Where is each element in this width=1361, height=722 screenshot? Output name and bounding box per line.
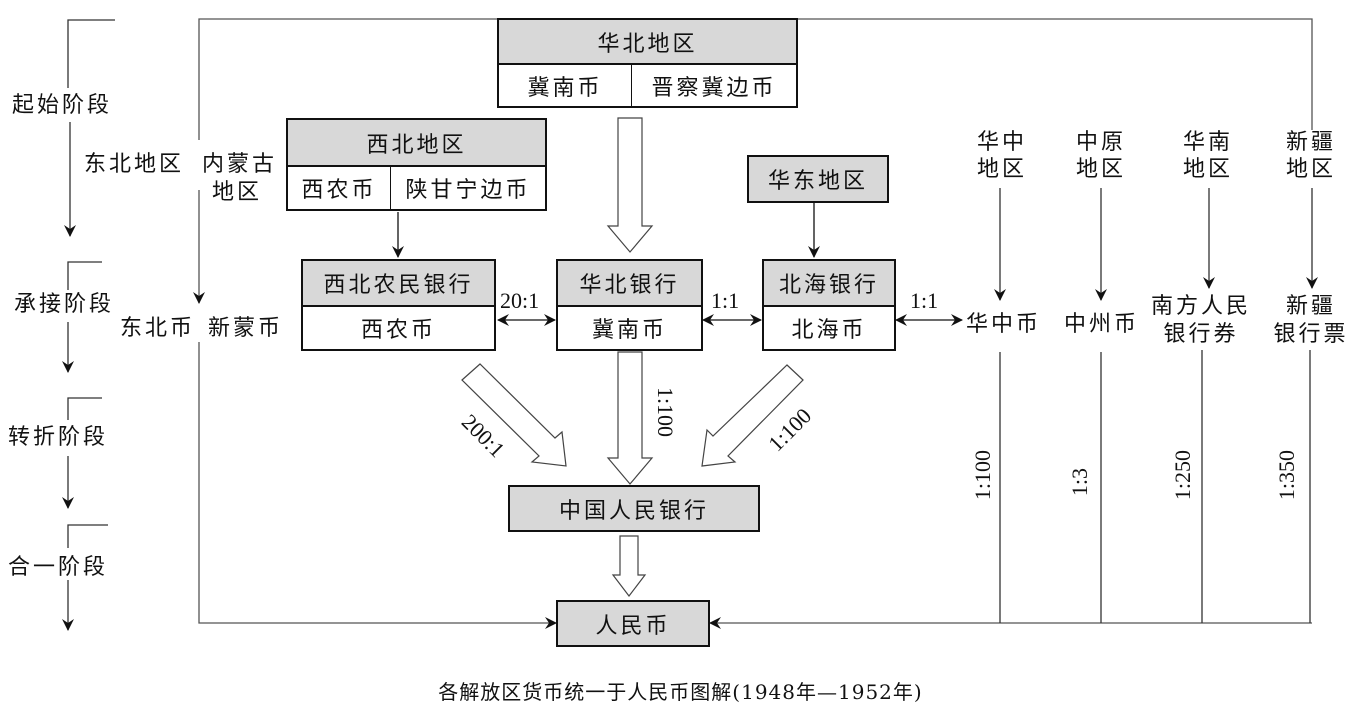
xinong-to-pboc-block-arrow: [461, 363, 567, 467]
northwest-farmers-bank-box: 西北农民银行 西农币: [301, 259, 496, 351]
stage-bracket-3: [67, 397, 102, 420]
northwest-farmers-bank-currency: 西农币: [360, 318, 436, 343]
inner-mongolia-currency-label: 新蒙币: [208, 316, 284, 341]
beihai-to-pboc-block-arrow: [701, 364, 804, 467]
east-china-region-box: 华东地区: [747, 155, 889, 203]
xinjiang-currency-line2: 银行票: [1273, 322, 1349, 347]
ratio-xinong-jinan: 20:1: [500, 288, 540, 313]
ratio-south-rmb: 1:250: [1170, 449, 1195, 501]
south-china-currency-line1: 南方人民: [1150, 294, 1251, 319]
ratio-beihai-huazhong: 1:1: [910, 288, 939, 313]
pboc-box: 中国人民银行: [508, 485, 760, 532]
north-china-region-title: 华北地区: [499, 20, 796, 65]
northeast-region-label: 东北地区: [84, 152, 185, 177]
beihai-bank-currency: 北海币: [791, 318, 867, 343]
northeast-currency-label: 东北币: [120, 316, 196, 341]
ratio-xinjiang-rmb: 1:350: [1274, 449, 1299, 501]
xinjiang-region-line2: 地区: [1285, 157, 1336, 182]
northwest-region-box: 西北地区 西农币 陕甘宁边币: [286, 118, 547, 211]
south-china-region-line2: 地区: [1182, 157, 1233, 182]
stage-label-start: 起始阶段: [12, 93, 113, 118]
north-china-block-arrow: [606, 117, 654, 253]
north-china-bank-currency: 冀南币: [591, 318, 667, 343]
inner-mongolia-label-line1: 内蒙古: [202, 152, 278, 177]
central-plains-region-line2: 地区: [1075, 157, 1126, 182]
ratio-zhongzhou-rmb: 1:3: [1067, 467, 1092, 497]
rmb-box: 人民币: [556, 600, 710, 647]
north-china-currency-2: 晋察冀边币: [631, 65, 796, 106]
stage-bracket-1: [67, 19, 115, 88]
central-plains-currency-label: 中州币: [1064, 312, 1140, 337]
north-china-bank-box: 华北银行 冀南币: [556, 259, 703, 351]
xinjiang-currency-line1: 新疆: [1285, 294, 1336, 319]
central-china-region-line2: 地区: [976, 157, 1027, 182]
north-china-region-box: 华北地区 冀南币 晋察冀边币: [497, 18, 798, 108]
central-plains-region-line1: 中原: [1075, 130, 1126, 155]
central-china-region-line1: 华中: [976, 130, 1027, 155]
beihai-bank-name: 北海银行: [764, 261, 894, 307]
south-china-region-line1: 华南: [1182, 130, 1233, 155]
jinan-to-pboc-block-arrow: [606, 351, 654, 485]
xinjiang-region-line1: 新疆: [1285, 130, 1336, 155]
inner-mongolia-label-line2: 地区: [212, 180, 263, 205]
stage-label-transition: 承接阶段: [14, 292, 115, 317]
figure-caption: 各解放区货币统一于人民币图解(1948年—1952年): [438, 680, 923, 704]
stage-bracket-2: [67, 261, 102, 290]
northwest-farmers-bank-name: 西北农民银行: [303, 261, 494, 307]
south-china-currency-line2: 银行券: [1163, 322, 1239, 347]
north-china-currency-1: 冀南币: [527, 75, 603, 101]
pboc-to-rmb-block-arrow: [611, 535, 647, 597]
northwest-region-title: 西北地区: [288, 120, 545, 167]
stage-timeline: [62, 19, 115, 631]
stage-label-turning: 转折阶段: [8, 425, 109, 450]
stage-bracket-4: [67, 524, 108, 548]
ratio-jinan-beihai: 1:1: [711, 288, 740, 313]
northeast-to-rmb-line: [198, 342, 557, 629]
ratio-jinan-pboc: 1:100: [653, 386, 678, 438]
stage-label-unification: 合一阶段: [8, 555, 109, 580]
northwest-currency-1: 西农币: [301, 178, 377, 203]
central-china-currency-label: 华中币: [966, 312, 1042, 337]
beihai-bank-box: 北海银行 北海币: [762, 259, 896, 351]
ratio-huazhong-rmb: 1:100: [970, 449, 995, 501]
northwest-currency-2: 陕甘宁边币: [390, 167, 545, 209]
north-china-bank-name: 华北银行: [558, 261, 701, 307]
